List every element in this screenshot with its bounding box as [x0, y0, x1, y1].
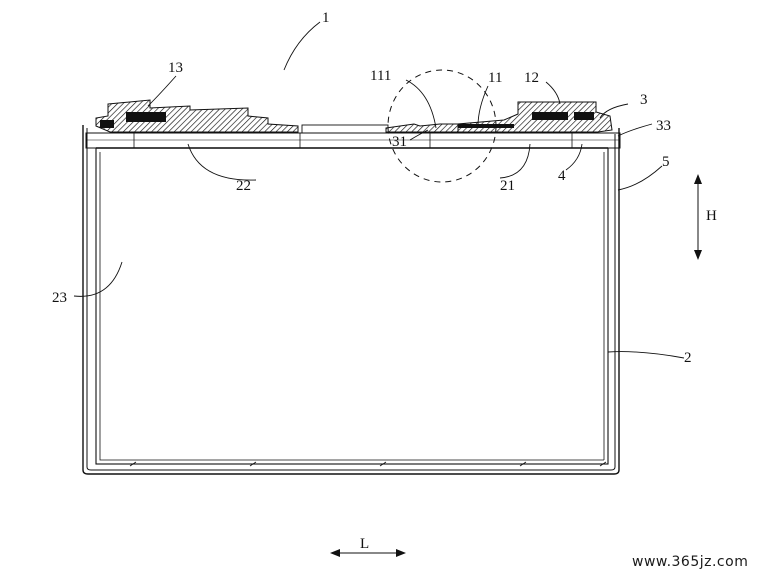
label-H: H: [706, 208, 717, 224]
height-arrow: [694, 174, 702, 260]
label-1: 1: [322, 10, 330, 26]
label-31: 31: [392, 134, 407, 150]
label-4: 4: [558, 168, 566, 184]
label-3: 3: [640, 92, 648, 108]
leader-lines: [73, 21, 685, 359]
vent-detail: [385, 69, 497, 183]
outer-housing: [82, 125, 620, 475]
cell-body: [95, 147, 609, 467]
label-111: 111: [370, 68, 391, 84]
label-11: 11: [488, 70, 502, 86]
right-terminal: [457, 101, 613, 133]
label-23: 23: [52, 290, 67, 306]
label-L: L: [360, 536, 369, 552]
watermark-text: www.365jz.com: [632, 554, 748, 570]
label-22: 22: [236, 178, 251, 194]
label-2: 2: [684, 350, 692, 366]
length-arrow: [330, 549, 406, 557]
label-13: 13: [168, 60, 183, 76]
left-terminal: [95, 99, 299, 133]
label-21: 21: [500, 178, 515, 194]
label-5: 5: [662, 154, 670, 170]
label-33: 33: [656, 118, 671, 134]
label-12: 12: [524, 70, 539, 86]
cover-plate: [85, 124, 621, 149]
